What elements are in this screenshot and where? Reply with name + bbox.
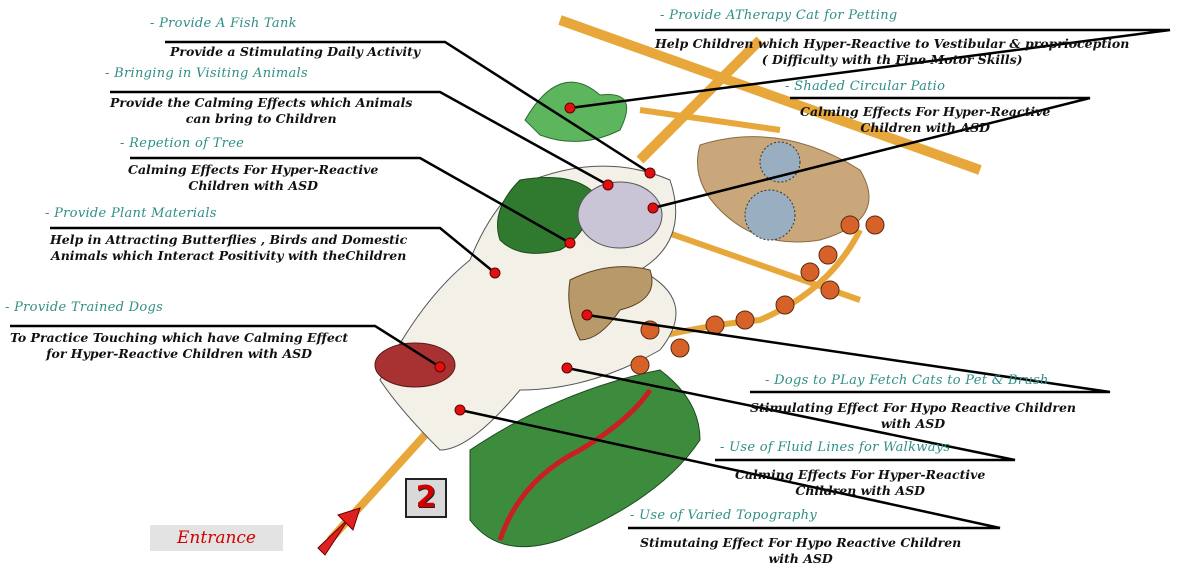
tree-icon xyxy=(801,263,819,281)
tree-icon xyxy=(866,216,884,234)
marker-dot xyxy=(582,310,592,320)
entrance-label: Entrance xyxy=(150,525,283,551)
tree-icon xyxy=(821,281,839,299)
entrance-arrow-icon xyxy=(318,508,360,555)
annotation-title: - Use of Fluid Lines for Walkways xyxy=(720,440,950,455)
flower-garden xyxy=(578,182,662,248)
marker-dot xyxy=(490,268,500,278)
annotation-title: - Provide Plant Materials xyxy=(45,206,217,221)
annotation-desc: Calming Effects For Hyper-Reactive Child… xyxy=(128,162,378,194)
tree-icon xyxy=(671,339,689,357)
annotation-desc: Help in Attracting Butterflies , Birds a… xyxy=(50,232,407,264)
annotation-desc: Stimutaing Effect For Hypo Reactive Chil… xyxy=(640,535,961,567)
marker-dot xyxy=(435,362,445,372)
marker-dot xyxy=(562,363,572,373)
annotation-title: - Bringing in Visiting Animals xyxy=(105,66,308,81)
annotation-title: - Use of Varied Topography xyxy=(630,508,817,523)
annotation-title: - Repetion of Tree xyxy=(120,136,244,151)
tree-icon xyxy=(841,216,859,234)
marker-dot xyxy=(648,203,658,213)
annotation-title: - Provide A Fish Tank xyxy=(150,16,297,31)
tree-icon xyxy=(776,296,794,314)
annotation-title: - Shaded Circular Patio xyxy=(785,79,945,94)
annotation-desc: To Practice Touching which have Calming … xyxy=(10,330,348,362)
annotation-title: - Provide ATherapy Cat for Petting xyxy=(660,8,898,23)
tree-icon xyxy=(819,246,837,264)
plan-number-badge: 2 xyxy=(405,478,447,518)
annotation-desc: Help Children which Hyper-Reactive to Ve… xyxy=(655,36,1129,68)
annotation-title: - Dogs to PLay Fetch Cats to Pet & Brush xyxy=(765,373,1049,388)
marker-dot xyxy=(645,168,655,178)
annotation-desc: Provide a Stimulating Daily Activity xyxy=(170,44,420,60)
annotation-desc: Provide the Calming Effects which Animal… xyxy=(110,95,412,127)
umbrella-2-icon xyxy=(745,190,795,240)
marker-dot xyxy=(565,103,575,113)
annotation-desc: Calming Effects For Hyper-Reactive Child… xyxy=(800,104,1050,136)
marker-dot xyxy=(603,180,613,190)
annotation-desc: Stimulating Effect For Hypo Reactive Chi… xyxy=(750,400,1076,432)
fish-tank-area xyxy=(525,82,627,141)
tree-icon xyxy=(736,311,754,329)
marker-dot xyxy=(565,238,575,248)
tree-icon xyxy=(631,356,649,374)
annotation-desc: Calming Effects For Hyper-Reactive Child… xyxy=(735,467,985,499)
marker-dot xyxy=(455,405,465,415)
tree-icon xyxy=(706,316,724,334)
pathway-cross-2 xyxy=(640,110,780,130)
annotation-title: - Provide Trained Dogs xyxy=(5,300,163,315)
